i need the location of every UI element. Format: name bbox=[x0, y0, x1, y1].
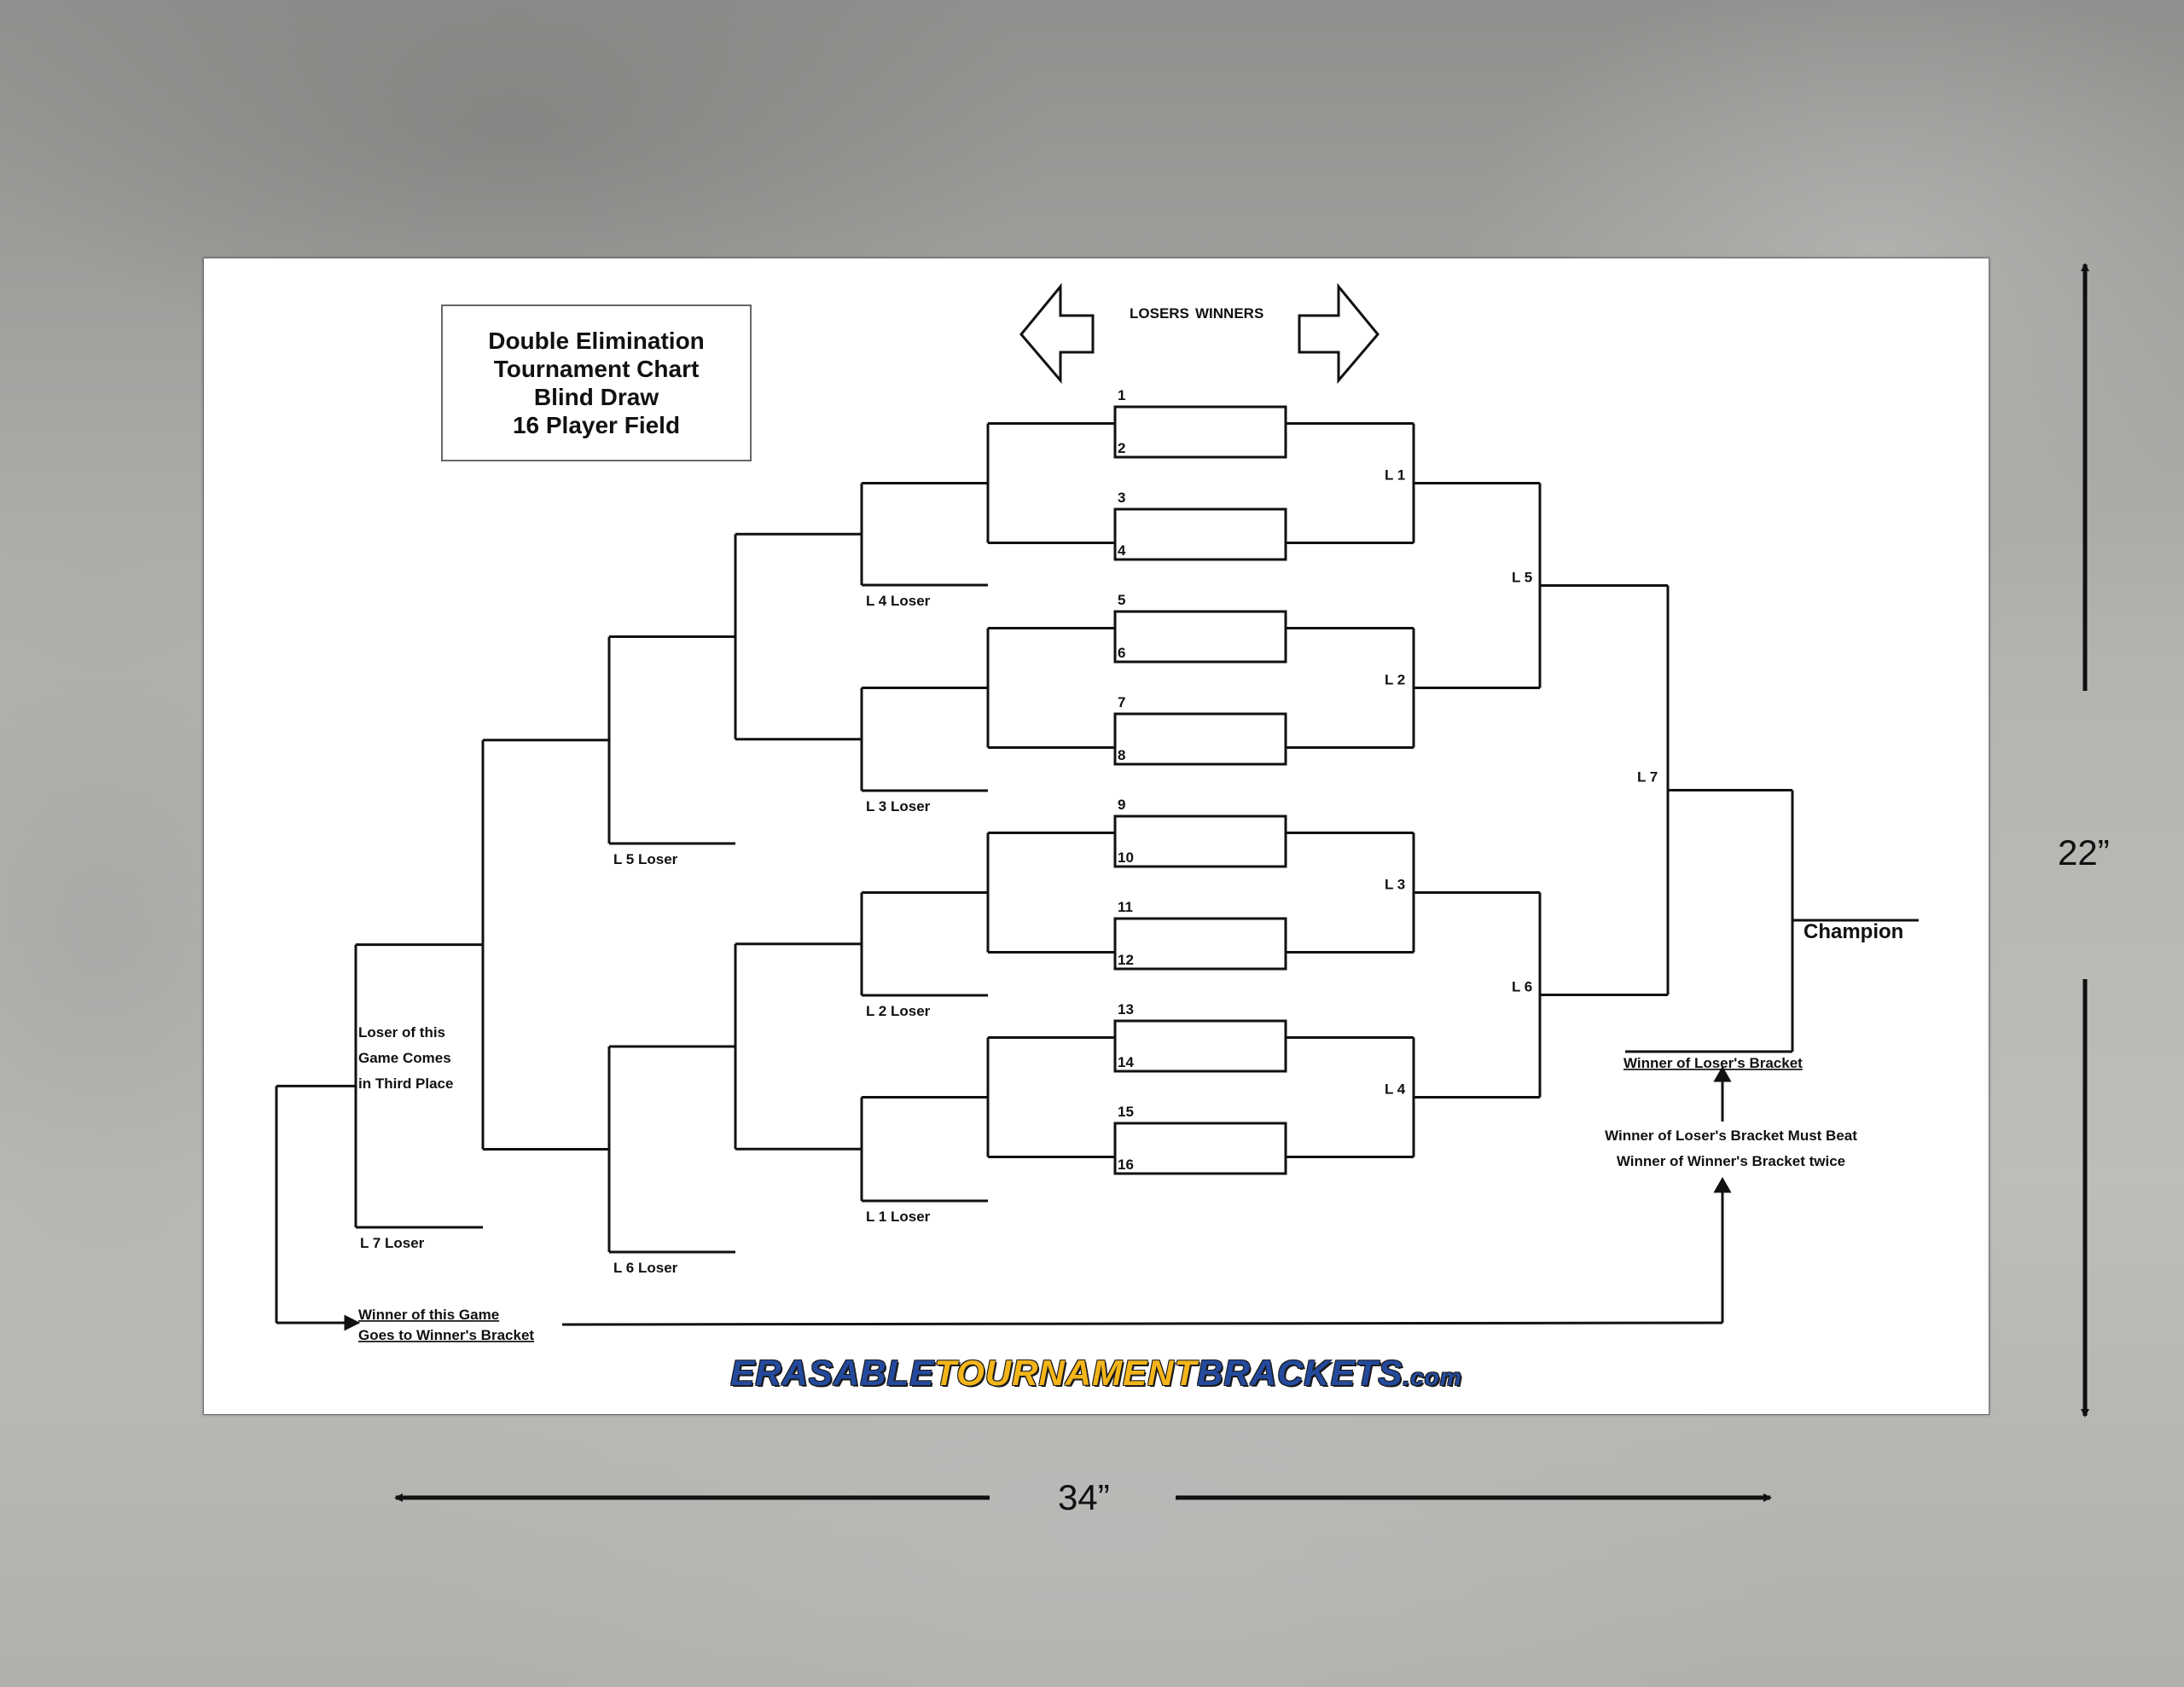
losers-label: LOSERS bbox=[1130, 305, 1189, 322]
brand-part-erasable: ERASABLE bbox=[730, 1353, 935, 1393]
seed-label: 12 bbox=[1118, 952, 1134, 968]
brand-part-brackets: BRACKETS bbox=[1197, 1353, 1403, 1393]
seed-label: 13 bbox=[1118, 1001, 1134, 1017]
seed-label: 4 bbox=[1118, 542, 1126, 559]
brand-part-com: .com bbox=[1403, 1364, 1462, 1390]
match-box-7[interactable] bbox=[1113, 1019, 1287, 1073]
seed-label: 2 bbox=[1118, 440, 1125, 456]
final-rule-line: Winner of Loser's Bracket Must Beat bbox=[1605, 1128, 1857, 1144]
loser-drop-label: L 4 Loser bbox=[866, 593, 931, 609]
loser-drop-label: L 6 Loser bbox=[613, 1260, 678, 1276]
title-line-4: 16 Player Field bbox=[512, 412, 681, 438]
round3-label: L 5 bbox=[1512, 570, 1532, 586]
champion-label: Champion bbox=[1804, 920, 1903, 943]
chart-title-box: Double Elimination Tournament Chart Blin… bbox=[441, 304, 752, 461]
seed-label: 8 bbox=[1118, 747, 1125, 763]
height-dimension-label: 22” bbox=[2058, 832, 2110, 872]
match-box-5[interactable] bbox=[1113, 815, 1287, 868]
third-place-note: in Third Place bbox=[358, 1075, 453, 1092]
winner-note: Goes to Winner's Bracket bbox=[358, 1327, 534, 1343]
round2-label: L 3 bbox=[1385, 877, 1405, 893]
round2-label: L 2 bbox=[1385, 672, 1405, 688]
up-arrowhead bbox=[1713, 1176, 1732, 1193]
seed-label: 6 bbox=[1118, 645, 1125, 661]
match-box-1[interactable] bbox=[1113, 405, 1287, 459]
match-box-2[interactable] bbox=[1113, 507, 1287, 561]
match-box-4[interactable] bbox=[1113, 712, 1287, 766]
seed-label: 9 bbox=[1118, 797, 1125, 813]
seed-label: 11 bbox=[1118, 899, 1133, 915]
loser-drop-label: L 2 Loser bbox=[866, 1003, 931, 1019]
seed-label: 14 bbox=[1118, 1054, 1134, 1070]
loser-drop-label: L 1 Loser bbox=[866, 1209, 931, 1225]
winners-direction-arrow bbox=[1298, 282, 1380, 385]
round2-label: L 1 bbox=[1385, 467, 1405, 484]
brand-logo: ERASABLETOURNAMENTBRACKETS.com bbox=[204, 1353, 1989, 1394]
title-line-1: Double Elimination bbox=[488, 328, 705, 354]
seed-label: 16 bbox=[1118, 1157, 1134, 1173]
winners-label: WINNERS bbox=[1195, 305, 1263, 322]
seed-label: 1 bbox=[1118, 387, 1125, 403]
round3-label: L 6 bbox=[1512, 979, 1532, 995]
seed-label: 15 bbox=[1118, 1104, 1134, 1120]
loser-drop-label: L 5 Loser bbox=[613, 851, 678, 867]
round4-label: L 7 bbox=[1637, 769, 1658, 786]
third-place-note: Loser of this bbox=[358, 1024, 445, 1041]
right-arrowhead bbox=[344, 1314, 361, 1331]
title-line-3: Blind Draw bbox=[533, 384, 659, 410]
match-box-6[interactable] bbox=[1113, 917, 1287, 971]
match-box-3[interactable] bbox=[1113, 610, 1287, 664]
seed-label: 5 bbox=[1118, 592, 1125, 608]
round2-label: L 4 bbox=[1385, 1081, 1406, 1098]
width-dimension-label: 34” bbox=[1058, 1477, 1110, 1517]
winner-note: Winner of this Game bbox=[358, 1307, 499, 1323]
up-arrowhead bbox=[1713, 1065, 1732, 1082]
losers-direction-arrow bbox=[1019, 282, 1095, 385]
seed-label: 3 bbox=[1118, 490, 1125, 506]
title-line-2: Tournament Chart bbox=[493, 356, 700, 382]
losers-winner-label: Winner of Loser's Bracket bbox=[1623, 1055, 1803, 1071]
match-box-8[interactable] bbox=[1113, 1122, 1287, 1175]
loser-drop-label: L 7 Loser bbox=[360, 1235, 425, 1251]
final-rule-line: Winner of Winner's Bracket twice bbox=[1617, 1153, 1845, 1169]
loser-drop-label: L 3 Loser bbox=[866, 798, 931, 815]
third-place-note: Game Comes bbox=[358, 1050, 451, 1066]
bracket-line bbox=[561, 1321, 1723, 1326]
brand-part-tournament: TOURNAMENT bbox=[934, 1353, 1198, 1393]
seed-label: 10 bbox=[1118, 849, 1134, 866]
seed-label: 7 bbox=[1118, 694, 1125, 710]
